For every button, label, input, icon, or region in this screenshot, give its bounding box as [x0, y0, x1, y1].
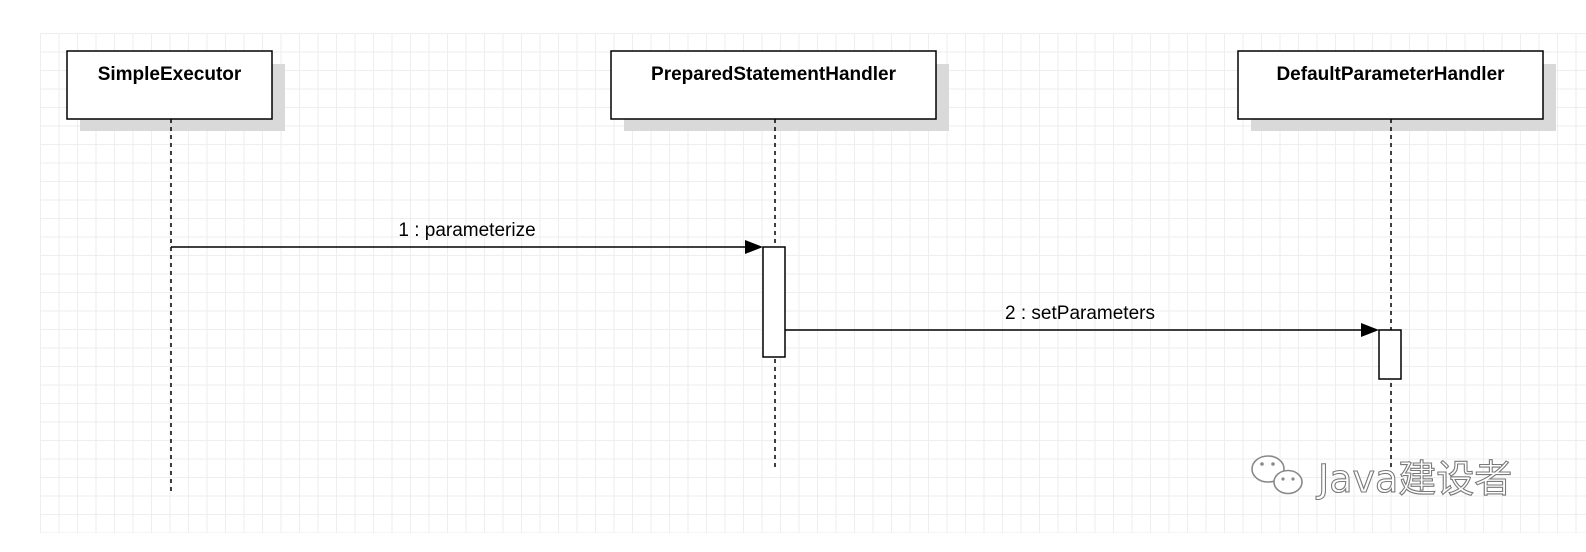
message-parameterize[interactable]: 1 : parameterize — [171, 220, 763, 254]
lifeline-title: SimpleExecutor — [98, 64, 242, 85]
message-label: 1 : parameterize — [398, 220, 535, 241]
lifeline-simple-executor[interactable]: SimpleExecutor — [66, 50, 273, 494]
arrowhead-icon — [1361, 323, 1379, 337]
wechat-icon — [1251, 455, 1303, 495]
watermark-text: Java建设者 — [1316, 457, 1512, 501]
lifeline-prepared-statement-handler[interactable]: PreparedStatementHandler — [610, 50, 937, 470]
activation-bar — [1378, 329, 1402, 380]
lifeline-box[interactable] — [66, 50, 273, 120]
message-setparameters[interactable]: 2 : setParameters — [785, 303, 1379, 337]
watermark: Java建设者 — [1251, 455, 1513, 502]
arrowhead-icon — [745, 240, 763, 254]
lifeline-box[interactable] — [1237, 50, 1544, 120]
lifeline-title: PreparedStatementHandler — [651, 64, 897, 85]
lifeline-default-parameter-handler[interactable]: DefaultParameterHandler — [1237, 50, 1544, 470]
lifeline-title: DefaultParameterHandler — [1276, 64, 1505, 85]
message-label: 2 : setParameters — [1005, 303, 1155, 324]
lifeline-box[interactable] — [610, 50, 937, 120]
activation-bar — [762, 246, 786, 358]
